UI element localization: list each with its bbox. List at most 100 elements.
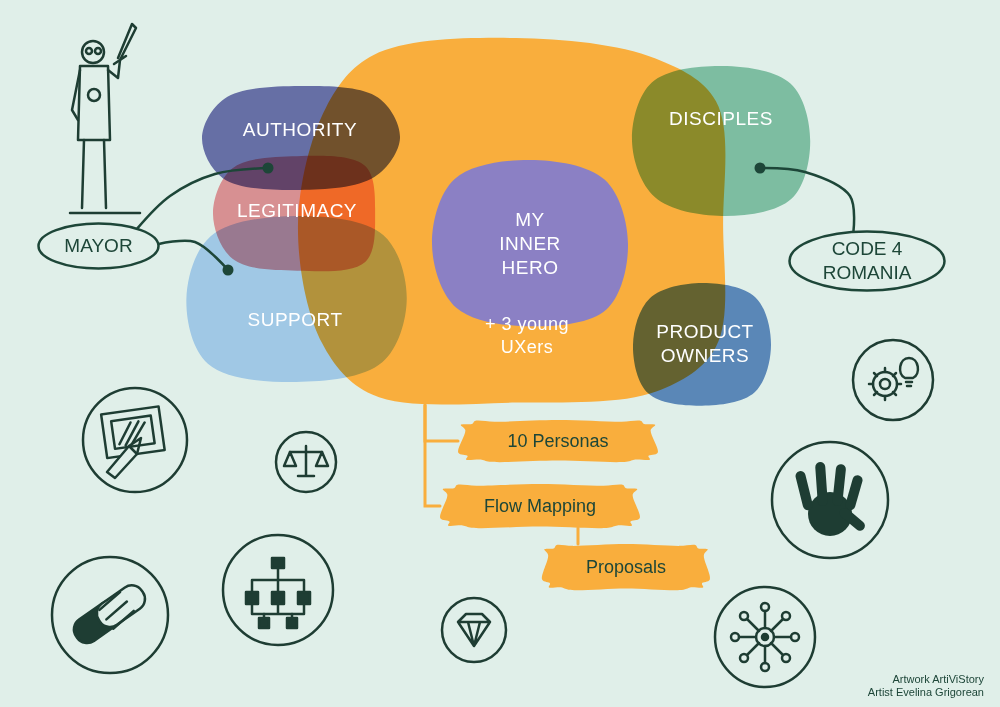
node-label: Flow Mapping (484, 495, 596, 518)
ellipse-outline (790, 232, 945, 291)
node-label: Proposals (586, 556, 666, 579)
frame-pencil-icon (83, 388, 187, 492)
support-blob (183, 216, 409, 382)
org-chart-icon (252, 568, 304, 614)
hand-icon (772, 442, 888, 558)
mayor-figure (82, 41, 104, 63)
disciples-blob: DISCIPLES (636, 70, 806, 168)
credit-block: Artwork ArtiViStoryArtist Evelina Grigor… (868, 673, 984, 699)
hand-icon (772, 442, 888, 558)
scales-icon (276, 432, 336, 492)
connector-line (425, 405, 458, 441)
org-chart-icon (246, 558, 310, 628)
org-chart-icon (246, 592, 258, 604)
node-label: CODE 4 ROMANIA (812, 237, 922, 285)
node-label: SUPPORT (247, 308, 342, 332)
network-icon (715, 587, 815, 687)
cloud-fill (542, 544, 710, 590)
credit-text: Artwork ArtiViStory (868, 673, 984, 686)
actor-ellipse: CODE 4 ROMANIA (788, 230, 946, 292)
org-chart-icon (272, 558, 284, 568)
output-cloud: 10 Personas (458, 420, 658, 462)
gear-bulb-icon (869, 368, 901, 400)
node-label: LEGITIMACY (237, 199, 357, 223)
hand-icon (832, 464, 846, 507)
node-label: MAYOR (64, 234, 132, 258)
diamond-icon (458, 614, 490, 646)
gear-bulb-icon (900, 358, 918, 386)
mayor-figure (70, 212, 140, 215)
inner-hero-blob: MY INNER HERO (432, 160, 628, 328)
node-label: MY INNER HERO (495, 208, 565, 279)
hand-icon (844, 474, 864, 511)
org-chart-icon (264, 614, 292, 618)
mayor-figure (72, 70, 80, 120)
org-chart-icon (223, 535, 333, 645)
mayor-figure (95, 48, 101, 54)
actor-ellipse: MAYOR (37, 222, 160, 270)
connector-line (577, 528, 580, 544)
hand-icon (815, 462, 828, 507)
frame-pencil-icon (117, 421, 148, 447)
network-icon (740, 654, 748, 662)
diamond-icon (442, 598, 506, 662)
blob-fill (632, 66, 810, 216)
network-icon (740, 612, 748, 620)
org-chart-icon (287, 618, 297, 628)
node-label: 10 Personas (507, 430, 608, 453)
network-icon (739, 611, 791, 663)
handshake-icon (98, 591, 135, 630)
hand-icon (794, 470, 813, 511)
connector-line (425, 405, 440, 506)
hand-icon (794, 462, 866, 536)
frame-pencil-icon (107, 446, 137, 478)
mayor-figure (70, 24, 140, 213)
blob-fill (186, 216, 406, 382)
mayor-figure (82, 140, 106, 208)
gear-bulb-icon (853, 340, 933, 420)
output-cloud: Flow Mapping (440, 484, 640, 528)
gear-bulb-icon (853, 340, 933, 420)
disciples-blob (632, 66, 812, 216)
mayor-figure (86, 48, 92, 54)
node-label: DISCIPLES (669, 107, 773, 131)
handshake-icon (52, 557, 168, 673)
credit-text: Artist Evelina Grigorean (868, 686, 984, 699)
network-icon (761, 663, 769, 671)
scales-icon (284, 452, 328, 466)
output-cloud: Proposals (542, 544, 710, 590)
connector-dot (223, 265, 234, 276)
org-chart-icon (223, 535, 333, 645)
node-label: AUTHORITY (243, 118, 357, 142)
scales-icon (276, 432, 336, 492)
mayor-figure (78, 66, 110, 140)
mayor-figure (88, 89, 100, 101)
connector-dot (263, 163, 274, 174)
frame-pencil-icon (129, 438, 141, 454)
network-icon (731, 633, 739, 641)
diamond-icon (442, 598, 506, 662)
blob-fill (432, 160, 628, 326)
cloud-fill (440, 484, 640, 528)
network-icon (782, 654, 790, 662)
node-label: PRODUCT OWNERS (645, 320, 765, 368)
network-icon (782, 612, 790, 620)
org-chart-icon (272, 592, 284, 604)
handshake-icon (52, 557, 168, 673)
hand-icon (838, 506, 867, 533)
connector-dot (755, 163, 766, 174)
mayor-figure (114, 24, 136, 64)
blob-fill (633, 283, 771, 406)
product-owners-blob: PRODUCT OWNERS (635, 284, 775, 404)
org-chart-icon (259, 618, 269, 628)
network-icon (762, 634, 768, 640)
cloud-fill (458, 420, 658, 462)
legitimacy-blob: LEGITIMACY (222, 180, 372, 242)
network-icon (715, 587, 815, 687)
frame-pencil-icon (83, 388, 187, 492)
node-label: + 3 young UXers (472, 313, 582, 358)
